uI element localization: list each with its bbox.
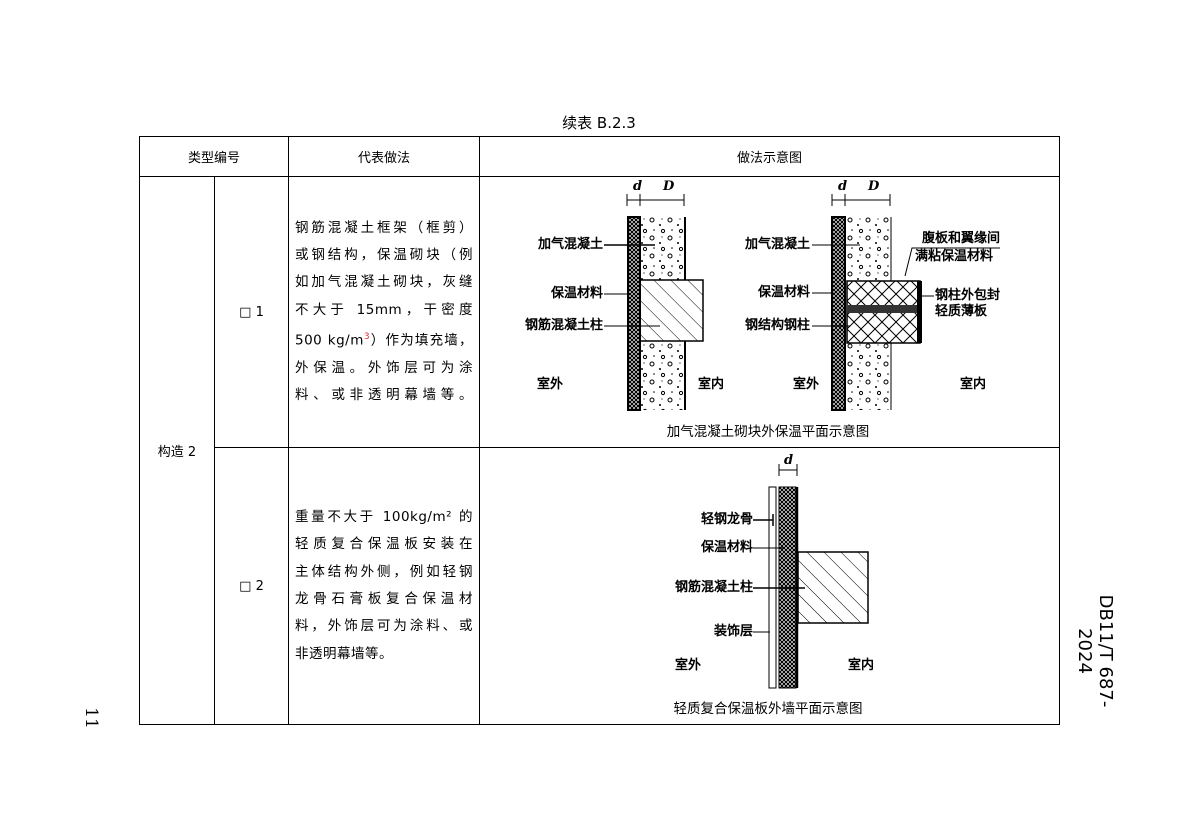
desc-line: 或钢结构，保温砌块（例 (295, 247, 473, 263)
aerated-concrete-label: 加气混凝土 (744, 237, 810, 252)
type-code: □ 1 (214, 176, 289, 448)
diagram-cell (479, 447, 1060, 725)
method-description: 重量不大于 100kg/m² 的 轻质复合保温板安装在 主体结构外侧，例如轻钢 … (288, 447, 480, 725)
construction-table: 类型编号 代表做法 做法示意图 构造 2 □ 1 钢筋混凝土框架（框剪） 或钢结… (139, 136, 1060, 725)
type-code: □ 2 (214, 447, 289, 725)
cladding-label: 轻质薄板 (935, 304, 988, 319)
outdoor-label: 室外 (537, 377, 564, 392)
indoor-label: 室内 (960, 377, 987, 392)
table-row: □ 2 重量不大于 100kg/m² 的 轻质复合保温板安装在 主体结构外侧，例… (140, 447, 1060, 725)
indoor-label: 室内 (698, 377, 725, 392)
method-description: 钢筋混凝土框架（框剪） 或钢结构，保温砌块（例 如加气混凝土砌块，灰缝 不大于 … (288, 176, 480, 448)
diagram-cell (479, 176, 1060, 448)
header-method: 代表做法 (288, 136, 480, 177)
desc-line: 钢筋混凝土框架（框剪） (295, 219, 473, 236)
insulation-label: 保温材料 (700, 540, 753, 555)
diagram-caption: 加气混凝土砌块外保温平面示意图 (666, 424, 870, 440)
insulation-label: 保温材料 (550, 286, 603, 301)
header-row: 类型编号 代表做法 做法示意图 (139, 136, 1060, 177)
aerated-concrete-label: 加气混凝土 (537, 237, 603, 252)
desc-line: 龙骨石膏板复合保温材 (295, 591, 473, 607)
desc-line: 500 kg/m3）作为填充墙， (295, 324, 473, 355)
table-row: 构造 2 □ 1 钢筋混凝土框架（框剪） 或钢结构，保温砌块（例 如加气混凝土砌… (139, 176, 1060, 725)
web-fill-label: 腹板和翼缘间 (922, 231, 1001, 246)
cladding-label: 钢柱外包封 (935, 288, 1001, 303)
finish-layer-label: 装饰层 (713, 624, 753, 639)
header-diagram: 做法示意图 (479, 136, 1060, 177)
rc-column-label: 钢筋混凝土柱 (524, 318, 603, 333)
keel-label: 轻钢龙骨 (700, 512, 753, 527)
indoor-label: 室内 (848, 658, 875, 673)
group-label: 构造 2 (139, 176, 215, 725)
outdoor-label: 室外 (793, 377, 820, 392)
header-type-code: 类型编号 (139, 136, 289, 177)
standard-code: DB11/T 687-2024 (1074, 594, 1116, 708)
desc-line: 主体结构外侧，例如轻钢 (295, 563, 473, 580)
desc-line: 重量不大于 100kg/m² 的 (295, 509, 473, 526)
dim-D-label: D (663, 179, 675, 194)
desc-line: 料、或非透明幕墙等。 (295, 386, 473, 403)
desc-line: 不大于 15mm，干密度 (295, 301, 473, 318)
table-title: 续表 B.2.3 (562, 114, 636, 132)
superscript: 3 (363, 331, 371, 342)
page-number: 11 (80, 707, 101, 729)
dim-d-label: d (838, 179, 848, 194)
diagram-caption: 轻质复合保温板外墙平面示意图 (673, 701, 863, 717)
dim-d-label: d (784, 453, 794, 468)
outdoor-label: 室外 (675, 658, 702, 673)
insulation-label: 保温材料 (757, 285, 810, 300)
desc-text: 500 kg/m (295, 332, 364, 349)
desc-line: 非透明幕墙等。 (295, 645, 393, 662)
dim-D-label: D (868, 179, 880, 194)
dim-d-label: d (633, 179, 643, 194)
desc-line: 料，外饰层可为涂料、或 (295, 618, 473, 635)
desc-line: 如加气混凝土砌块，灰缝 (295, 274, 473, 291)
desc-line: 轻质复合保温板安装在 (295, 536, 473, 553)
steel-column-label: 钢结构钢柱 (744, 318, 810, 333)
desc-line: 外保温。外饰层可为涂 (295, 359, 473, 376)
web-fill-label: 满粘保温材料 (915, 249, 994, 264)
rc-column-label: 钢筋混凝土柱 (674, 580, 753, 595)
desc-text: ）作为填充墙， (370, 332, 474, 349)
